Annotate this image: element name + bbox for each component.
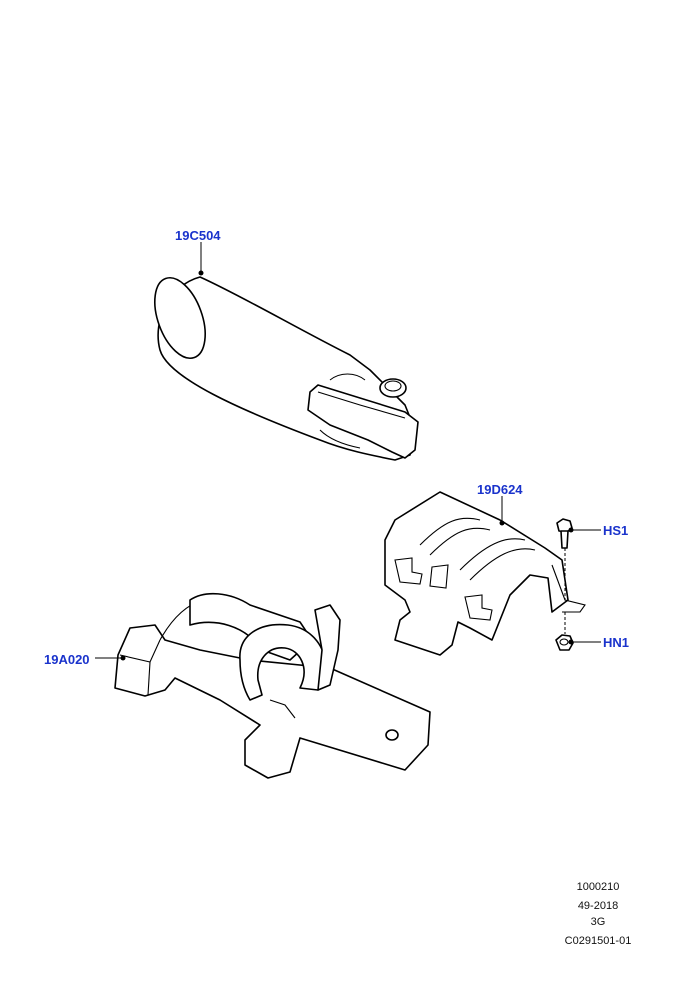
- callout-leaders: [95, 242, 601, 661]
- nut-hn1: [555, 612, 574, 651]
- callout-hs1[interactable]: HS1: [603, 523, 628, 538]
- footer-line-1: 1000210: [577, 881, 620, 893]
- lower-column-shroud: [114, 592, 431, 779]
- callout-19a020[interactable]: 19A020: [44, 652, 90, 667]
- screw-hs1: [556, 518, 573, 600]
- footer-line-4: C0291501-01: [565, 935, 632, 947]
- footer-line-3: 3G: [591, 916, 606, 928]
- footer-line-2: 49-2018: [578, 900, 618, 912]
- diagram-reference-block: 1000210 49-2018 3G C0291501-01: [565, 881, 632, 947]
- callout-hn1[interactable]: HN1: [603, 635, 629, 650]
- callout-19c504[interactable]: 19C504: [175, 228, 221, 243]
- upper-column-shroud: [154, 276, 419, 461]
- callout-19d624[interactable]: 19D624: [477, 482, 523, 497]
- heat-shield: [384, 491, 586, 656]
